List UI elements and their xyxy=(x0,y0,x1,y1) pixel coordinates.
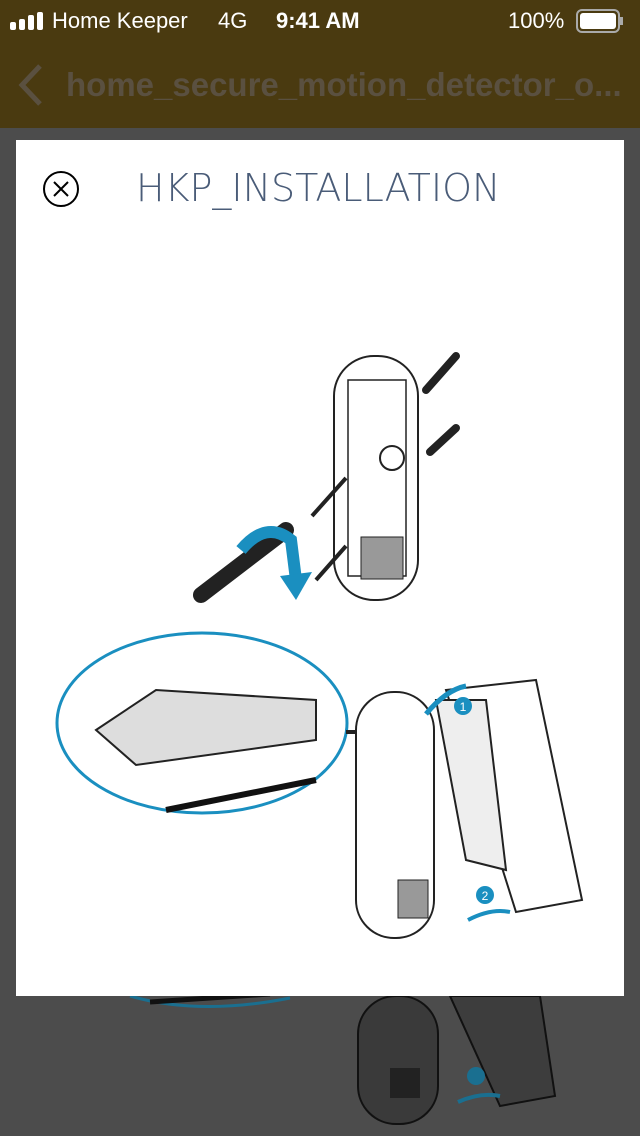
carrier-label: Home Keeper xyxy=(52,8,188,33)
background-illustration xyxy=(129,996,557,1125)
nav-bar: home_secure_motion_detector_o... xyxy=(0,40,640,128)
back-chevron-icon[interactable] xyxy=(16,62,46,108)
battery-label: 100% xyxy=(508,8,565,33)
installation-modal: HKP_INSTALLATION 1 2 xyxy=(16,140,624,996)
network-label: 4G xyxy=(218,8,248,33)
signal-icon xyxy=(10,12,43,30)
status-bar: Home Keeper 4G 9:41 AM 100% xyxy=(0,0,640,40)
battery-icon xyxy=(576,9,623,33)
time-label: 9:41 AM xyxy=(276,8,360,33)
installation-illustration: 1 2 xyxy=(55,352,584,939)
step-1-label: 1 xyxy=(460,700,467,714)
modal-title: HKP_INSTALLATION xyxy=(136,166,501,210)
nav-title: home_secure_motion_detector_o... xyxy=(66,66,622,103)
close-icon[interactable] xyxy=(42,170,80,208)
step-2-label: 2 xyxy=(482,889,489,903)
